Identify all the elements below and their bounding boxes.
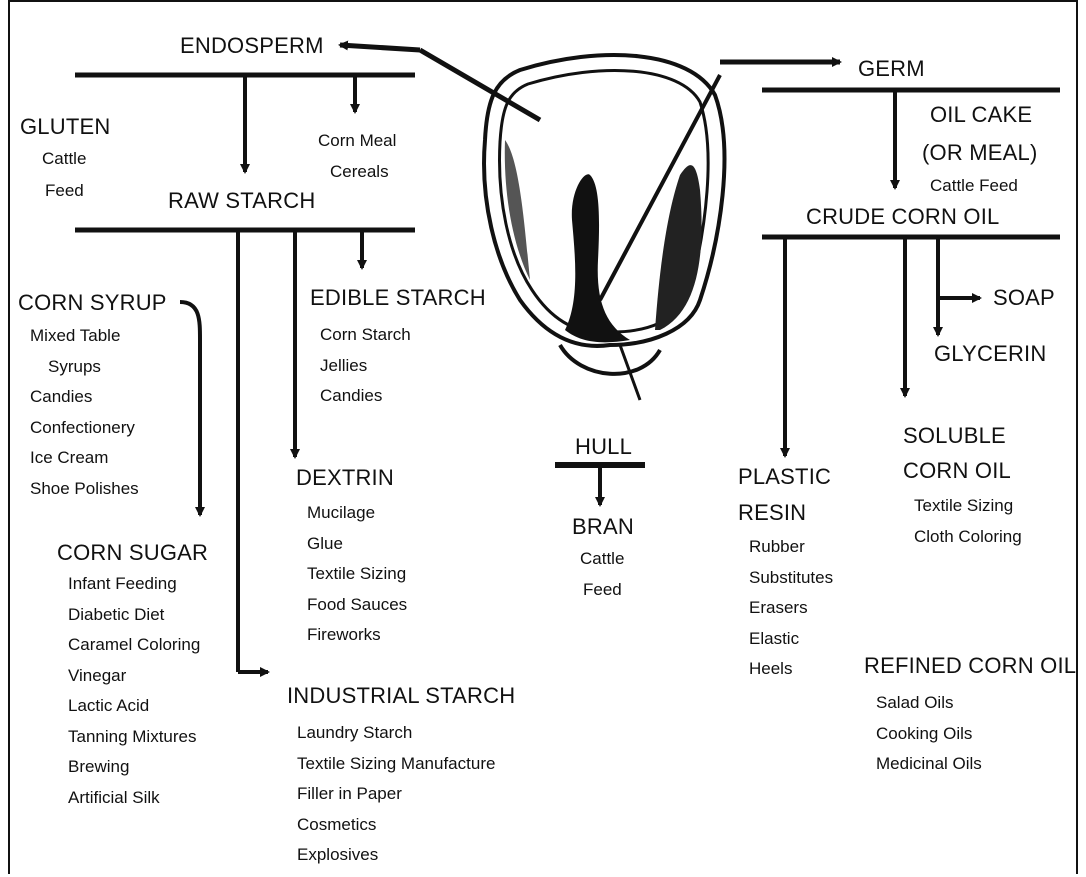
- plastic-resin-use: Heels: [749, 660, 833, 691]
- plastic-resin-label-2: RESIN: [738, 502, 806, 524]
- plastic-resin-use: Erasers: [749, 599, 833, 630]
- dextrin-use: Mucilage: [307, 504, 407, 535]
- endosperm-label: ENDOSPERM: [180, 35, 324, 57]
- plastic-resin-use: Elastic: [749, 630, 833, 661]
- corn-syrup-uses: Mixed Table Syrups Candies Confectionery…: [30, 327, 139, 510]
- oil-cake-use: Cattle Feed: [930, 177, 1018, 194]
- cereals-label: Cereals: [330, 163, 389, 180]
- crude-corn-oil-label: CRUDE CORN OIL: [806, 206, 1000, 228]
- corn-sugar-use: Vinegar: [68, 667, 200, 698]
- corn-sugar-use: Artificial Silk: [68, 789, 200, 820]
- corn-syrup-use: Confectionery: [30, 419, 139, 450]
- soluble-corn-oil-use: Textile Sizing: [914, 497, 1022, 528]
- corn-syrup-use: Ice Cream: [30, 449, 139, 480]
- industrial-starch-use: Explosives: [297, 846, 495, 877]
- corn-syrup-use: Candies: [30, 388, 139, 419]
- dextrin-use: Fireworks: [307, 626, 407, 657]
- raw-starch-label: RAW STARCH: [168, 190, 315, 212]
- refined-corn-oil-label: REFINED CORN OIL: [864, 655, 1076, 677]
- gluten-use: Cattle: [42, 150, 86, 167]
- corn-sugar-use: Lactic Acid: [68, 697, 200, 728]
- corn-meal-label: Corn Meal: [318, 132, 396, 149]
- edible-starch-use: Jellies: [320, 357, 411, 388]
- oil-cake-label-2: (OR MEAL): [922, 142, 1037, 164]
- dextrin-uses: Mucilage Glue Textile Sizing Food Sauces…: [307, 504, 407, 657]
- corn-sugar-use: Infant Feeding: [68, 575, 200, 606]
- dextrin-use: Glue: [307, 535, 407, 566]
- corn-sugar-use: Tanning Mixtures: [68, 728, 200, 759]
- dextrin-use: Food Sauces: [307, 596, 407, 627]
- soluble-corn-oil-label-2: CORN OIL: [903, 460, 1011, 482]
- dextrin-use: Textile Sizing: [307, 565, 407, 596]
- industrial-starch-use: Textile Sizing Manufacture: [297, 755, 495, 786]
- corn-sugar-use: Diabetic Diet: [68, 606, 200, 637]
- gluten-use: Feed: [45, 182, 84, 199]
- corn-syrup-use: Syrups: [30, 358, 139, 389]
- corn-syrup-use: Mixed Table: [30, 327, 139, 358]
- soluble-corn-oil-uses: Textile Sizing Cloth Coloring: [914, 497, 1022, 558]
- glycerin-label: GLYCERIN: [934, 343, 1046, 365]
- hull-label: HULL: [575, 436, 632, 458]
- edible-starch-label: EDIBLE STARCH: [310, 287, 486, 309]
- corn-syrup-label: CORN SYRUP: [18, 292, 167, 314]
- industrial-starch-use: Cosmetics: [297, 816, 495, 847]
- industrial-starch-use: Filler in Paper: [297, 785, 495, 816]
- industrial-starch-uses: Laundry Starch Textile Sizing Manufactur…: [297, 724, 495, 877]
- oil-cake-label: OIL CAKE: [930, 104, 1032, 126]
- soluble-corn-oil-label: SOLUBLE: [903, 425, 1006, 447]
- soluble-corn-oil-use: Cloth Coloring: [914, 528, 1022, 559]
- bran-label: BRAN: [572, 516, 634, 538]
- corn-sugar-label: CORN SUGAR: [57, 542, 208, 564]
- corn-sugar-use: Caramel Coloring: [68, 636, 200, 667]
- corn-syrup-use: Shoe Polishes: [30, 480, 139, 511]
- gluten-label: GLUTEN: [20, 116, 110, 138]
- edible-starch-uses: Corn Starch Jellies Candies: [320, 326, 411, 418]
- refined-corn-oil-use: Medicinal Oils: [876, 755, 982, 786]
- bran-use: Cattle: [580, 550, 624, 567]
- refined-corn-oil-uses: Salad Oils Cooking Oils Medicinal Oils: [876, 694, 982, 786]
- refined-corn-oil-use: Salad Oils: [876, 694, 982, 725]
- edible-starch-use: Candies: [320, 387, 411, 418]
- corn-sugar-use: Brewing: [68, 758, 200, 789]
- refined-corn-oil-use: Cooking Oils: [876, 725, 982, 756]
- edible-starch-use: Corn Starch: [320, 326, 411, 357]
- corn-sugar-uses: Infant Feeding Diabetic Diet Caramel Col…: [68, 575, 200, 819]
- germ-label: GERM: [858, 58, 925, 80]
- plastic-resin-label: PLASTIC: [738, 466, 831, 488]
- plastic-resin-use: Rubber: [749, 538, 833, 569]
- bran-use: Feed: [583, 581, 622, 598]
- plastic-resin-uses: Rubber Substitutes Erasers Elastic Heels: [749, 538, 833, 691]
- soap-label: SOAP: [993, 287, 1055, 309]
- industrial-starch-label: INDUSTRIAL STARCH: [287, 685, 515, 707]
- industrial-starch-use: Laundry Starch: [297, 724, 495, 755]
- dextrin-label: DEXTRIN: [296, 467, 394, 489]
- plastic-resin-use: Substitutes: [749, 569, 833, 600]
